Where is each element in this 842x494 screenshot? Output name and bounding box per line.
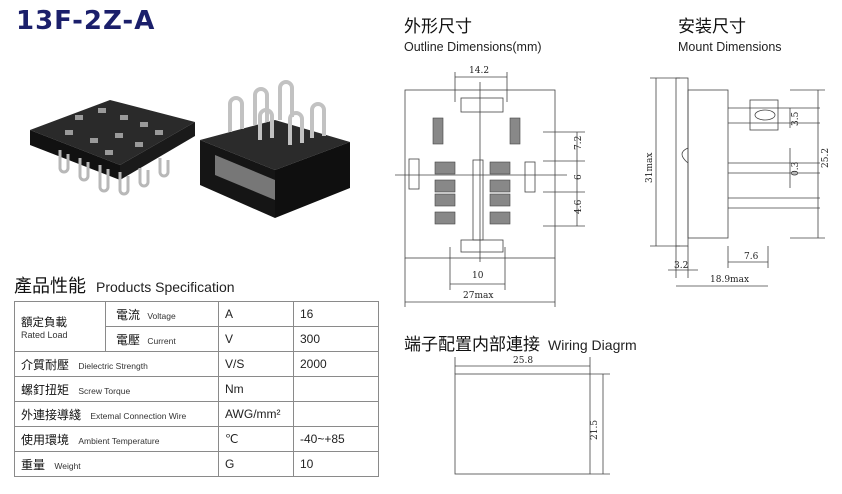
param-cn: 介質耐壓 xyxy=(21,357,70,372)
unit-cell: G xyxy=(218,451,294,477)
outline-heading-en: Outline Dimensions(mm) xyxy=(404,40,542,54)
param-cell: 電流 Voltage xyxy=(105,301,219,327)
value-cell xyxy=(293,401,379,427)
spec-heading-cn: 產品性能 xyxy=(14,276,86,297)
dim-mount-b2: 7.6 xyxy=(744,252,759,262)
socket-bottom-view xyxy=(200,80,350,218)
param-cell: 使用環境 Ambient Temperature xyxy=(14,426,219,452)
param-cn: 使用環境 xyxy=(21,432,70,447)
rated-load-en: Rated Load xyxy=(21,329,68,340)
dim-mount-left: 31max xyxy=(645,153,655,183)
param-en: Screw Torque xyxy=(78,385,131,396)
value-cell: 10 xyxy=(293,451,379,477)
unit-cell: ℃ xyxy=(218,426,294,452)
mount-heading-en: Mount Dimensions xyxy=(678,40,782,54)
param-cn: 電流 xyxy=(116,307,141,322)
dim-mount-r2: 0.3 xyxy=(791,161,801,176)
value-cell: 16 xyxy=(293,301,379,327)
dim-mount-r3: 25.2 xyxy=(821,148,831,168)
param-en: Extemal Connection Wire xyxy=(90,410,187,421)
spec-heading-en: Products Specification xyxy=(96,279,235,295)
dim-mount-r1: 3.5 xyxy=(791,111,801,126)
dim-wiring-top: 25.8 xyxy=(513,356,533,366)
table-row: 螺釘扭矩 Screw Torque Nm xyxy=(14,376,379,402)
unit-cell: A xyxy=(218,301,294,327)
dim-outline-r3: 4.6 xyxy=(574,199,584,214)
outline-drawing: 14.2 7.2 6 4.6 10 27max xyxy=(395,62,595,311)
product-photo xyxy=(20,70,365,224)
socket-top-view xyxy=(30,100,195,196)
outline-heading-cn: 外形尺寸 xyxy=(404,17,472,37)
wiring-drawing: 25.8 21.5 xyxy=(445,352,620,486)
param-cn: 重量 xyxy=(21,457,46,472)
param-en: Weight xyxy=(54,460,81,471)
value-cell xyxy=(293,376,379,402)
dim-outline-top: 14.2 xyxy=(469,66,489,76)
param-en: Ambient Temperature xyxy=(78,435,160,446)
mount-heading-cn: 安装尺寸 xyxy=(678,17,746,37)
dim-mount-b3: 18.9max xyxy=(710,275,749,285)
unit-cell: V/S xyxy=(218,351,294,377)
param-cn: 電壓 xyxy=(116,332,141,347)
param-cell: 重量 Weight xyxy=(14,451,219,477)
mount-heading: 安装尺寸 Mount Dimensions xyxy=(678,12,782,54)
dim-outline-bottom2: 27max xyxy=(463,291,493,301)
table-row: 重量 Weight G 10 xyxy=(14,451,379,477)
wiring-heading: 端子配置内部連接 Wiring Diagrm xyxy=(404,330,637,355)
value-cell: 300 xyxy=(293,326,379,352)
dim-wiring-right: 21.5 xyxy=(590,420,600,440)
param-cell: 電壓 Current xyxy=(105,326,219,352)
unit-cell: AWG/mm² xyxy=(218,401,294,427)
model-title: 13F-2Z-A xyxy=(16,6,156,36)
table-row: 使用環境 Ambient Temperature ℃ -40~+85 xyxy=(14,426,379,452)
mount-drawing: 31max 3.5 0.3 25.2 3.2 7.6 18.9max xyxy=(640,68,840,302)
spec-heading: 產品性能 Products Specification xyxy=(14,272,235,298)
param-cn: 螺釘扭矩 xyxy=(21,382,70,397)
rated-load-cn: 額定負載 xyxy=(21,316,67,329)
outline-heading: 外形尺寸 Outline Dimensions(mm) xyxy=(404,12,542,54)
table-row: 介質耐壓 Dielectric Strength V/S 2000 xyxy=(14,351,379,377)
param-en: Voltage xyxy=(147,310,176,321)
dim-outline-r2: 6 xyxy=(574,174,584,180)
param-cell: 介質耐壓 Dielectric Strength xyxy=(14,351,219,377)
table-row: 外連接導綫 Extemal Connection Wire AWG/mm² xyxy=(14,401,379,427)
value-cell: 2000 xyxy=(293,351,379,377)
table-row: 額定負載 Rated Load 電流 Voltage A 16 xyxy=(14,301,379,352)
param-en: Dielectric Strength xyxy=(78,360,148,371)
param-cell: 螺釘扭矩 Screw Torque xyxy=(14,376,219,402)
spec-table: 額定負載 Rated Load 電流 Voltage A 16 電壓 Curre… xyxy=(14,301,379,477)
param-cell: 外連接導綫 Extemal Connection Wire xyxy=(14,401,219,427)
rated-load-cell: 額定負載 Rated Load xyxy=(14,301,106,352)
dim-mount-b1: 3.2 xyxy=(674,261,688,271)
param-en: Current xyxy=(147,335,176,346)
param-cn: 外連接導綫 xyxy=(21,407,82,422)
unit-cell: V xyxy=(218,326,294,352)
dim-outline-bottom1: 10 xyxy=(472,271,484,281)
wiring-heading-cn: 端子配置内部連接 xyxy=(404,335,540,355)
wiring-heading-en: Wiring Diagrm xyxy=(548,337,637,353)
unit-cell: Nm xyxy=(218,376,294,402)
value-cell: -40~+85 xyxy=(293,426,379,452)
dim-outline-r1: 7.2 xyxy=(574,136,584,150)
table-row: 電壓 Current V 300 xyxy=(15,326,379,352)
